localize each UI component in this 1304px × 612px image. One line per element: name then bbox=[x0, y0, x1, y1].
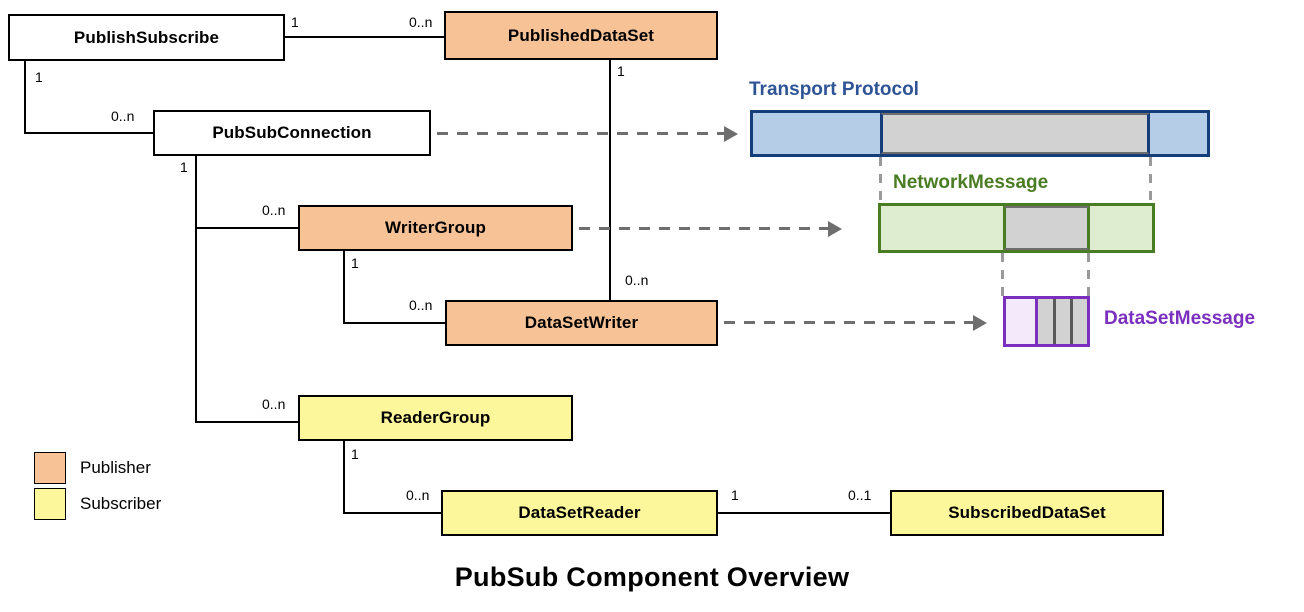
box-published-data-set-label: PublishedDataSet bbox=[507, 25, 655, 45]
edge-pds-to-dsw bbox=[609, 60, 611, 301]
transport-cell-payload bbox=[880, 113, 1150, 154]
edge-conn-to-readergroup bbox=[195, 421, 299, 423]
legend-swatch-publisher bbox=[34, 452, 66, 484]
arrow-head-connection-to-transport bbox=[724, 126, 738, 142]
box-data-set-writer-label: DataSetWriter bbox=[524, 313, 639, 332]
datasetmsg-cell-field-3 bbox=[1070, 299, 1087, 344]
edge-rg-to-dsr-vertical bbox=[343, 441, 345, 513]
legend-item-subscriber: Subscriber bbox=[34, 488, 161, 520]
transport-cell-header bbox=[753, 113, 880, 154]
mult-wg-to-dsw-dst: 0..n bbox=[409, 297, 433, 313]
diagram-title: PubSub Component Overview bbox=[454, 562, 850, 592]
box-publish-subscribe-label: PublishSubscribe bbox=[73, 27, 220, 47]
edge-wg-to-dsw-vertical bbox=[343, 251, 345, 323]
datasetmsg-cell-field-2 bbox=[1053, 299, 1071, 344]
box-writer-group[interactable]: WriterGroup bbox=[298, 205, 573, 251]
network-message-bar bbox=[878, 203, 1155, 253]
edge-conn-to-writergroup bbox=[195, 227, 299, 229]
edge-dsr-to-sds bbox=[718, 512, 891, 514]
dashed-arrow-writergroup-to-networkmessage bbox=[579, 227, 828, 230]
arrow-head-writergroup-to-networkmessage bbox=[828, 221, 842, 237]
mult-ps-to-pds-dst: 0..n bbox=[409, 14, 433, 30]
dashed-connector-network-datasetmsg-left bbox=[1001, 253, 1004, 297]
mult-ps-to-conn-src: 1 bbox=[35, 69, 43, 85]
mult-ps-to-conn-dst: 0..n bbox=[111, 108, 135, 124]
legend-label-publisher: Publisher bbox=[80, 458, 151, 477]
datasetmsg-cell-field-1 bbox=[1034, 299, 1054, 344]
edge-wg-to-dsw-horizontal bbox=[343, 322, 446, 324]
box-reader-group-label: ReaderGroup bbox=[380, 408, 491, 427]
box-reader-group[interactable]: ReaderGroup bbox=[298, 395, 573, 441]
mult-rg-to-dsr-src: 1 bbox=[351, 446, 359, 462]
mult-dsr-to-sds-dst: 0..1 bbox=[848, 487, 872, 503]
edge-ps-to-conn-horizontal bbox=[24, 132, 154, 134]
mult-conn-to-rg-dst: 0..n bbox=[262, 396, 286, 412]
box-data-set-writer[interactable]: DataSetWriter bbox=[445, 300, 718, 346]
dashed-arrow-connection-to-transport bbox=[437, 132, 724, 135]
box-data-set-reader[interactable]: DataSetReader bbox=[441, 490, 718, 536]
mult-conn-to-wg-src: 1 bbox=[180, 159, 188, 175]
edge-ps-to-pds bbox=[285, 36, 445, 38]
dashed-arrow-datasetwriter-to-datasetmessage bbox=[724, 321, 973, 324]
box-pub-sub-connection-label: PubSubConnection bbox=[212, 123, 372, 142]
datasetmsg-cell-header bbox=[1006, 299, 1035, 344]
legend-swatch-subscriber bbox=[34, 488, 66, 520]
mult-ps-to-pds-src: 1 bbox=[291, 14, 299, 30]
transport-protocol-bar bbox=[750, 110, 1210, 157]
transport-protocol-label: Transport Protocol bbox=[749, 79, 919, 100]
network-message-label: NetworkMessage bbox=[893, 172, 1049, 193]
mult-pds-to-dsw-src: 1 bbox=[617, 63, 625, 79]
transport-cell-trailer bbox=[1150, 113, 1207, 154]
network-cell-header bbox=[881, 206, 1003, 250]
dashed-connector-transport-network-left bbox=[879, 157, 882, 204]
edge-ps-to-conn-vertical bbox=[24, 61, 26, 133]
dashed-connector-transport-network-right bbox=[1149, 157, 1152, 204]
network-cell-trailer bbox=[1090, 206, 1152, 250]
box-subscribed-data-set-label: SubscribedDataSet bbox=[948, 503, 1106, 522]
edge-conn-spine bbox=[195, 156, 197, 423]
edge-rg-to-dsr-horizontal bbox=[343, 512, 442, 514]
mult-rg-to-dsr-dst: 0..n bbox=[406, 487, 430, 503]
box-subscribed-data-set[interactable]: SubscribedDataSet bbox=[890, 490, 1164, 536]
box-published-data-set[interactable]: PublishedDataSet bbox=[444, 11, 718, 60]
mult-dsr-to-sds-src: 1 bbox=[731, 487, 739, 503]
network-cell-payload bbox=[1003, 206, 1090, 250]
box-pub-sub-connection[interactable]: PubSubConnection bbox=[153, 110, 431, 156]
legend-label-subscriber: Subscriber bbox=[80, 494, 162, 513]
mult-conn-to-wg-dst: 0..n bbox=[262, 202, 286, 218]
arrow-head-datasetwriter-to-datasetmessage bbox=[973, 315, 987, 331]
box-data-set-reader-label: DataSetReader bbox=[518, 503, 641, 522]
dataset-message-label: DataSetMessage bbox=[1104, 308, 1256, 329]
legend-item-publisher: Publisher bbox=[34, 452, 151, 484]
dataset-message-bar bbox=[1003, 296, 1090, 347]
box-publish-subscribe[interactable]: PublishSubscribe bbox=[8, 14, 285, 61]
mult-wg-to-dsw-src: 1 bbox=[351, 255, 359, 271]
dashed-connector-network-datasetmsg-right bbox=[1087, 253, 1090, 297]
mult-pds-dsw-dst: 0..n bbox=[625, 272, 649, 288]
box-writer-group-label: WriterGroup bbox=[385, 218, 486, 237]
